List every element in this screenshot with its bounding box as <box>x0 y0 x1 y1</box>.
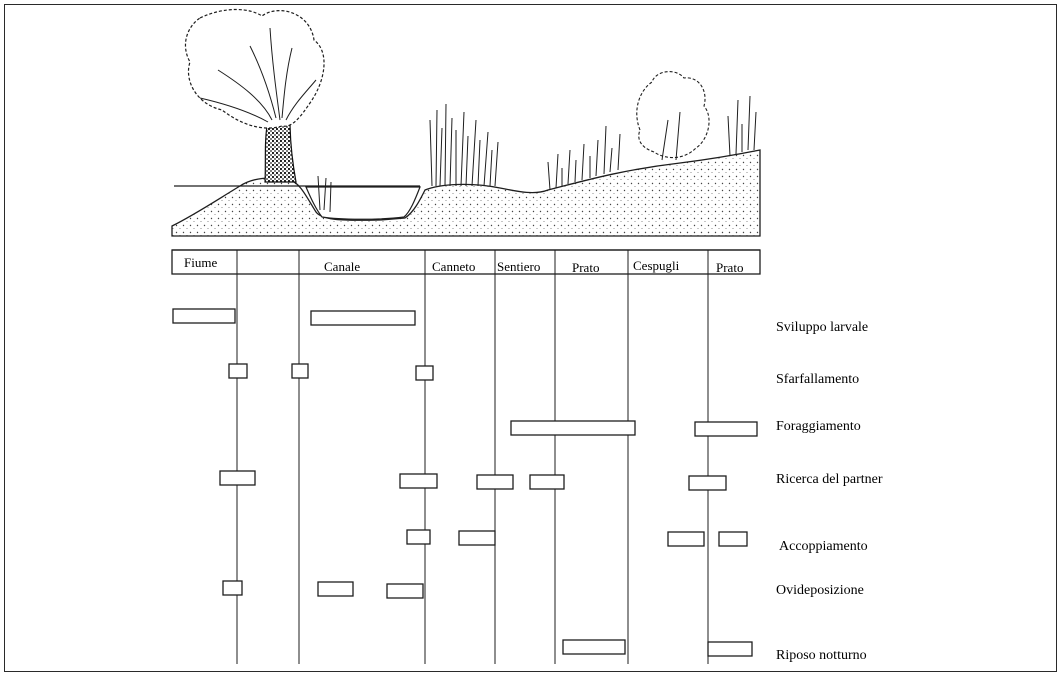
habitat-label-canneto: Canneto <box>432 259 475 274</box>
habitat-label-fiume: Fiume <box>184 255 217 270</box>
bar-sviluppo-larvale <box>172 308 236 324</box>
willow-tree-icon <box>185 8 325 183</box>
activity-labels: Sviluppo larvale Sfarfallamento Foraggia… <box>776 320 883 663</box>
activity-label-ovideposizione: Ovideposizione <box>776 583 864 598</box>
bar-sfarfallamento <box>415 365 434 381</box>
figure-frame <box>4 4 1057 672</box>
habitat-label-prato: Prato <box>572 260 599 275</box>
bar-sfarfallamento <box>291 363 309 379</box>
habitat-label-sentiero: Sentiero <box>497 259 540 274</box>
bar-ovideposizione <box>222 580 243 596</box>
activity-bars <box>172 308 758 657</box>
activity-label-riposo-notturno: Riposo notturno <box>776 648 867 663</box>
bar-ricerca-partner <box>476 474 514 490</box>
activity-label-sfarfallamento: Sfarfallamento <box>776 372 859 387</box>
bar-ricerca-partner <box>399 473 438 489</box>
reed-bed-icon <box>317 103 499 213</box>
bar-foraggiamento <box>510 420 636 436</box>
bar-riposo-notturno <box>707 641 753 657</box>
habitat-label-prato-2: Prato <box>716 260 743 275</box>
bar-accoppiamento <box>406 529 431 545</box>
bar-sfarfallamento <box>228 363 248 379</box>
bar-ricerca-partner <box>688 475 727 491</box>
activity-label-ricerca-partner: Ricerca del partner <box>776 472 883 487</box>
bar-ricerca-partner <box>219 470 256 486</box>
bar-foraggiamento <box>694 421 758 437</box>
bar-accoppiamento <box>667 531 705 547</box>
landscape-illustration <box>171 8 761 237</box>
bar-sviluppo-larvale <box>310 310 416 326</box>
activity-label-foraggiamento: Foraggiamento <box>776 419 861 434</box>
habitat-label-cespugli: Cespugli <box>633 258 680 273</box>
habitat-dividers <box>236 250 709 664</box>
bar-accoppiamento <box>718 531 748 547</box>
bar-ovideposizione <box>386 583 424 599</box>
bar-accoppiamento <box>458 530 496 546</box>
activity-label-sviluppo-larvale: Sviluppo larvale <box>776 320 868 335</box>
water-channel-icon <box>305 186 421 220</box>
bar-ricerca-partner <box>529 474 565 490</box>
meadow-grass-icon <box>547 95 757 191</box>
habitat-label-canale: Canale <box>324 259 360 274</box>
activity-label-accoppiamento: Accoppiamento <box>779 539 868 554</box>
shrub-icon <box>636 71 710 159</box>
bar-ovideposizione <box>317 581 354 597</box>
ground-profile <box>171 149 761 237</box>
bar-riposo-notturno <box>562 639 626 655</box>
habitat-header-row: Fiume Canale Canneto Sentiero Prato Cesp… <box>171 249 761 275</box>
